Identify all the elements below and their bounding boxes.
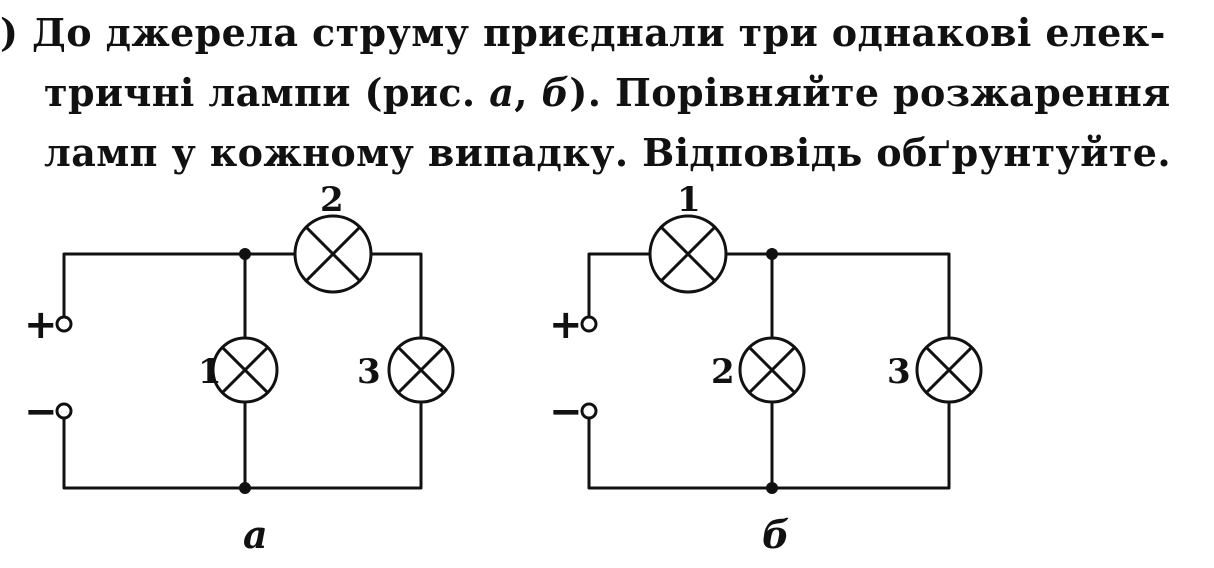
- figure-b-reference: б: [541, 70, 570, 115]
- circuit-b-minus-sign: −: [549, 389, 583, 435]
- circuit-a-lamp-2-label: 2: [320, 180, 344, 220]
- problem-line-1: ) До джерела струму приєднали три однако…: [0, 10, 1166, 55]
- problem-text-2b: ). Порівняйте розжарення: [569, 70, 1171, 115]
- circuit-b-node-bottom: [766, 482, 778, 494]
- circuit-a-caption: а: [243, 512, 268, 557]
- circuit-a-minus-terminal: [55, 402, 73, 420]
- problem-number: ): [0, 10, 19, 55]
- circuit-b-lamp-3-label: 3: [887, 352, 911, 392]
- problem-line-2: тричні лампи (рис. а, б). Порівняйте роз…: [44, 70, 1171, 115]
- circuit-b-lamp-1: [648, 214, 728, 294]
- circuit-b-lamp-1-label: 1: [677, 180, 701, 220]
- circuit-a-lamp-3: [387, 336, 455, 404]
- circuit-b: [580, 214, 983, 494]
- circuit-b-plus-terminal: [580, 315, 598, 333]
- circuit-a-minus-sign: −: [24, 389, 58, 435]
- circuit-b-lamp-2-label: 2: [711, 352, 735, 392]
- circuit-a-lamp-1: [211, 336, 279, 404]
- circuit-b-node-top: [766, 248, 778, 260]
- circuit-b-minus-terminal: [580, 402, 598, 420]
- problem-comma: ,: [514, 70, 542, 115]
- problem-text-3: ламп у кожному випадку. Відповідь обґрун…: [44, 130, 1171, 175]
- circuit-a-lamp-1-label: 1: [198, 352, 222, 392]
- circuit-a-plus-sign: +: [24, 302, 58, 348]
- circuit-b-plus-sign: +: [549, 302, 583, 348]
- problem-line-3: ламп у кожному випадку. Відповідь обґрун…: [44, 130, 1171, 175]
- circuit-b-lamp-2: [738, 336, 806, 404]
- problem-text-2a: тричні лампи (рис.: [44, 70, 490, 115]
- circuit-a-node-bottom: [239, 482, 251, 494]
- circuit-a-node-top: [239, 248, 251, 260]
- circuit-a-lamp-3-label: 3: [357, 352, 381, 392]
- figure-a-reference: а: [489, 70, 515, 115]
- circuit-b-lamp-3: [915, 336, 983, 404]
- circuit-a: [55, 214, 455, 494]
- circuit-a-plus-terminal: [55, 315, 73, 333]
- circuit-a-lamp-2: [293, 214, 373, 294]
- circuit-b-caption: б: [762, 512, 789, 557]
- problem-text-1: До джерела струму приєднали три однакові…: [32, 10, 1166, 55]
- circuit-a-wires: [62, 252, 423, 490]
